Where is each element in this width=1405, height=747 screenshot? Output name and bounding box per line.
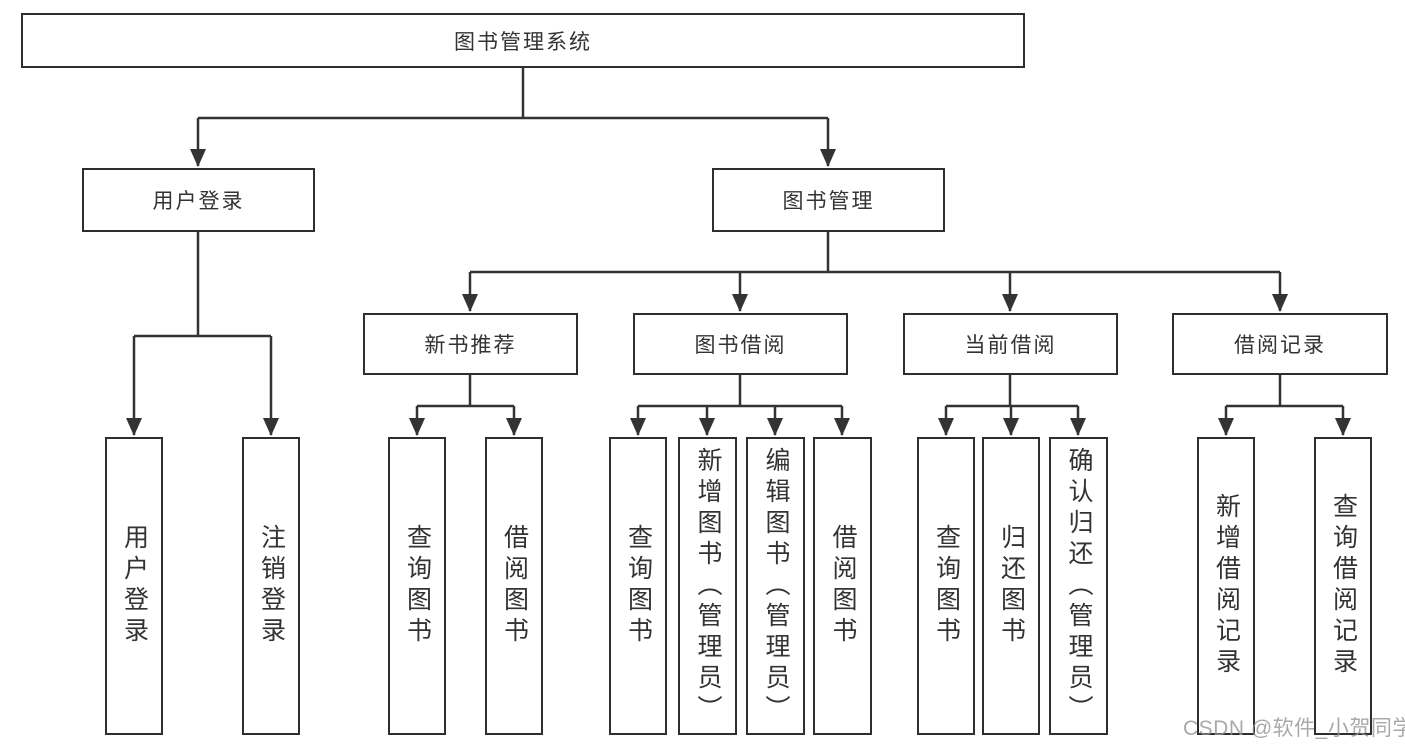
leaf-records-add-record-label: 新增借阅记录 (1212, 493, 1241, 679)
node-borrow-records: 借阅记录 (1172, 313, 1388, 375)
leaf-current-confirm-return-admin-label: 确认归还（管理员） (1065, 446, 1093, 726)
leaf-user-logout: 注销登录 (242, 437, 300, 735)
leaf-current-confirm-return-admin: 确认归还（管理员） (1049, 437, 1108, 735)
leaf-current-query-book-label: 查询图书 (932, 524, 961, 648)
leaf-records-add-record: 新增借阅记录 (1197, 437, 1255, 735)
leaf-borrow-query-book-label: 查询图书 (624, 524, 653, 648)
csdn-watermark: CSDN @软件_小贺同学 (1183, 717, 1405, 740)
leaf-user-logout-label: 注销登录 (257, 524, 286, 648)
leaf-newbooks-query-book: 查询图书 (388, 437, 446, 735)
node-book-management: 图书管理 (712, 168, 945, 232)
node-root-system: 图书管理系统 (21, 13, 1025, 68)
leaf-current-return-book: 归还图书 (982, 437, 1040, 735)
node-current-borrow: 当前借阅 (903, 313, 1118, 375)
leaf-current-query-book: 查询图书 (917, 437, 975, 735)
leaf-user-login-label: 用户登录 (120, 524, 149, 648)
leaf-current-return-book-label: 归还图书 (997, 524, 1026, 648)
leaf-borrow-edit-book-admin: 编辑图书（管理员） (746, 437, 805, 735)
leaf-newbooks-borrow-book-label: 借阅图书 (500, 524, 529, 648)
leaf-borrow-edit-book-admin-label: 编辑图书（管理员） (762, 446, 790, 726)
leaf-records-query-record: 查询借阅记录 (1314, 437, 1372, 735)
leaf-user-login: 用户登录 (105, 437, 163, 735)
leaf-borrow-query-book: 查询图书 (609, 437, 667, 735)
leaf-newbooks-borrow-book: 借阅图书 (485, 437, 543, 735)
leaf-borrow-add-book-admin-label: 新增图书（管理员） (694, 446, 722, 726)
leaf-borrow-borrow-book-label: 借阅图书 (829, 524, 857, 648)
leaf-borrow-add-book-admin: 新增图书（管理员） (678, 437, 737, 735)
node-book-borrow: 图书借阅 (633, 313, 848, 375)
leaf-newbooks-query-book-label: 查询图书 (403, 524, 432, 648)
node-user-login: 用户登录 (82, 168, 315, 232)
leaf-records-query-record-label: 查询借阅记录 (1329, 493, 1358, 679)
leaf-borrow-borrow-book: 借阅图书 (813, 437, 872, 735)
node-new-book-recommend: 新书推荐 (363, 313, 578, 375)
